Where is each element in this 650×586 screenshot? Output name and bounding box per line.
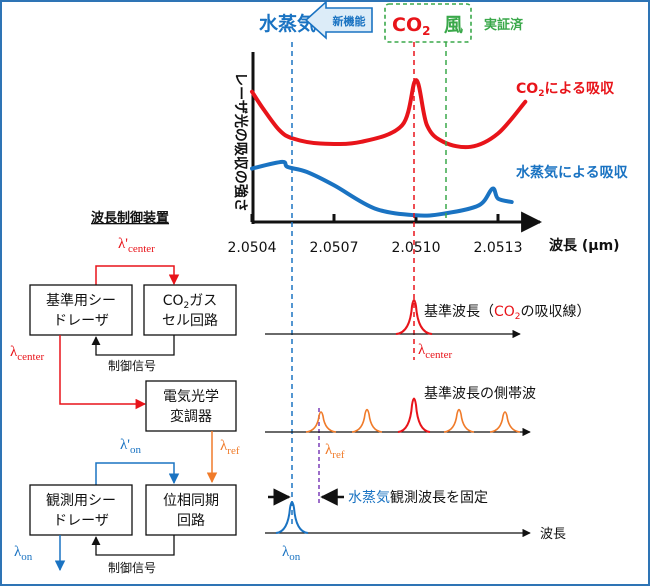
control-signal-arrow-1 [91, 335, 175, 356]
lambda-on-prime-label: λ'on [120, 437, 141, 456]
observation-seed-laser-line2: ドレーザ [53, 513, 109, 529]
lambda-ref-label: λref [220, 438, 240, 457]
x-tick-labels: 2.0504 2.0507 2.0510 2.0513 [228, 240, 523, 256]
lambda-center-label: λcenter [10, 344, 44, 363]
co2-absorption-line [250, 78, 528, 150]
controller-label: 波長制御装置 [91, 210, 169, 226]
wavelength-axis-label: 波長 [540, 527, 566, 542]
sideband-peak-4 [489, 411, 521, 433]
series-group [250, 78, 528, 218]
water-vapor-heading: 水蒸気 [259, 12, 316, 35]
observation-seed-laser-box [29, 484, 133, 536]
observation-peak [275, 501, 309, 534]
sideband-peak-center [397, 397, 431, 433]
verified-label: 実証済 [484, 17, 524, 33]
lambda-on-prime-arrow [95, 462, 180, 485]
x-tick-label: 2.0507 [310, 240, 359, 256]
sideband-peak-2 [351, 408, 383, 433]
lambda-ref-spectrum-label: λref [325, 442, 345, 461]
lambda-center-prime-arrow [95, 265, 180, 286]
co2-gas-cell-box [143, 284, 237, 336]
y-axis-label: レーザ光の吸収の強さ [232, 72, 249, 212]
control-signal-arrow-2 [91, 535, 175, 556]
co2-gas-cell-line2: セル回路 [162, 313, 218, 329]
phase-lock-circuit-box [145, 484, 237, 536]
co2-series-label: CO2による吸収 [516, 80, 615, 99]
observation-seed-laser-line1: 観測用シー [46, 492, 116, 509]
x-tick-label: 2.0504 [228, 240, 277, 256]
control-signal-label-2: 制御信号 [108, 560, 156, 575]
phase-lock-circuit-line1: 位相同期 [163, 493, 219, 509]
fix-wavelength-label: 水蒸気観測波長を固定 [348, 489, 488, 506]
co2-gas-cell-line1: CO2ガス [163, 293, 218, 311]
x-axis-label: 波長 (μm) [549, 237, 620, 254]
lambda-center-to-modulator-arrow [59, 335, 147, 410]
eo-modulator-line1: 電気光学 [163, 389, 219, 405]
sideband-peak-3 [443, 408, 475, 433]
reference-seed-laser-box [29, 284, 133, 336]
co2-heading: CO2 [392, 14, 430, 38]
control-signal-label-1: 制御信号 [108, 358, 156, 373]
x-tick-label: 2.0513 [474, 240, 523, 256]
sideband-peak-1 [305, 411, 337, 433]
water-absorption-line [250, 159, 514, 218]
eo-modulator-line2: 変調器 [170, 408, 212, 425]
reference-seed-laser-line1: 基準用シー [46, 292, 116, 309]
co2-header-box [384, 3, 472, 43]
wind-heading: 風 [444, 14, 463, 36]
water-series-label: 水蒸気による吸収 [516, 164, 629, 181]
plot-axes [251, 52, 543, 233]
new-function-arrow: 新機能 [304, 0, 373, 40]
phase-lock-circuit-line2: 回路 [177, 513, 205, 529]
x-tick-label: 2.0510 [392, 240, 441, 256]
lambda-on-label: λon [14, 544, 33, 563]
eo-modulator-box [145, 380, 237, 432]
reference-peak [395, 299, 433, 335]
new-function-label: 新機能 [333, 14, 366, 28]
reference-seed-laser-line2: ドレーザ [53, 313, 109, 329]
lambda-on-spectrum-label: λon [282, 544, 301, 563]
sideband-label: 基準波長の側帯波 [424, 385, 536, 402]
lambda-center-spectrum-label: λcenter [418, 342, 452, 361]
lambda-center-prime-label: λ'center [118, 236, 155, 255]
reference-wavelength-label: 基準波長（CO2の吸収線） [424, 303, 591, 322]
